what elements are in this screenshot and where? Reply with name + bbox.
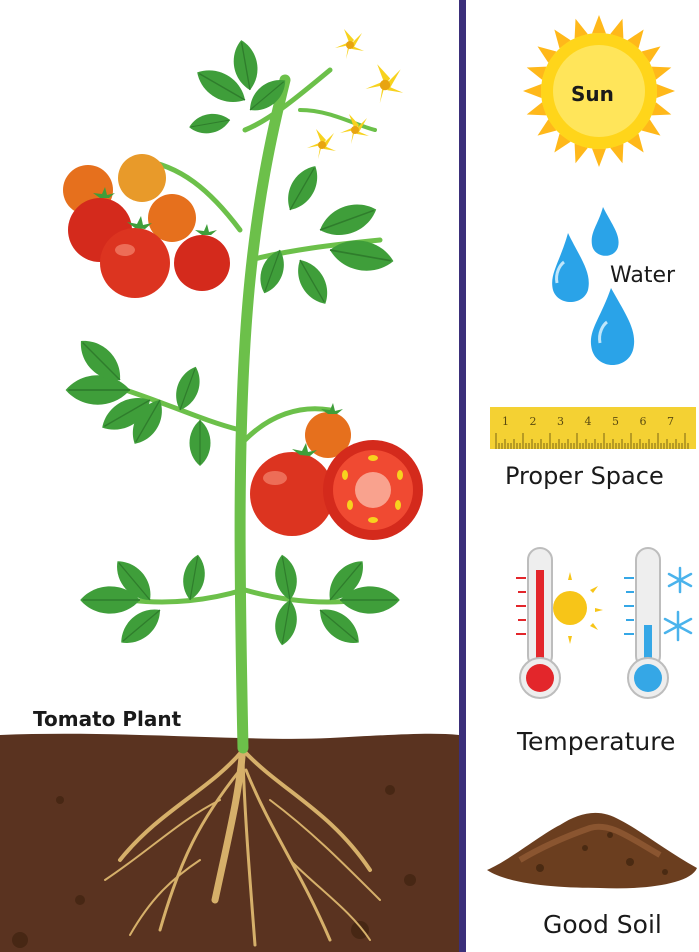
ruler-number: 2 [530, 415, 537, 428]
hot-thermometer-icon [516, 548, 603, 698]
ruler-icon: 1 2 3 4 5 6 7 [490, 407, 696, 449]
section-divider [459, 0, 466, 952]
sun-ray [592, 15, 606, 33]
cold-thermometer-icon [624, 548, 691, 698]
soil-pile-icon [487, 813, 697, 889]
sun-label: Sun [571, 82, 614, 106]
temperature-label: Temperature [517, 727, 675, 756]
sun-ray [592, 149, 606, 167]
ruler-number: 1 [502, 415, 509, 428]
ruler-number: 6 [640, 415, 647, 428]
proper-space-label: Proper Space [505, 462, 664, 490]
tomato-plant-label: Tomato Plant [33, 707, 181, 731]
lower-tomato-cluster [250, 403, 423, 540]
upper-tomato-cluster [63, 154, 230, 298]
snowflake-icon [665, 568, 691, 640]
good-soil-label: Good Soil [543, 910, 662, 939]
water-label: Water [610, 263, 675, 288]
ruler-number: 3 [557, 415, 564, 428]
sun-ray [523, 84, 541, 98]
ruler-number: 4 [585, 415, 592, 428]
sun-ray [657, 84, 675, 98]
ruler-number: 7 [667, 415, 674, 428]
tomato-flowers [307, 29, 403, 159]
ruler-number: 5 [612, 415, 619, 428]
